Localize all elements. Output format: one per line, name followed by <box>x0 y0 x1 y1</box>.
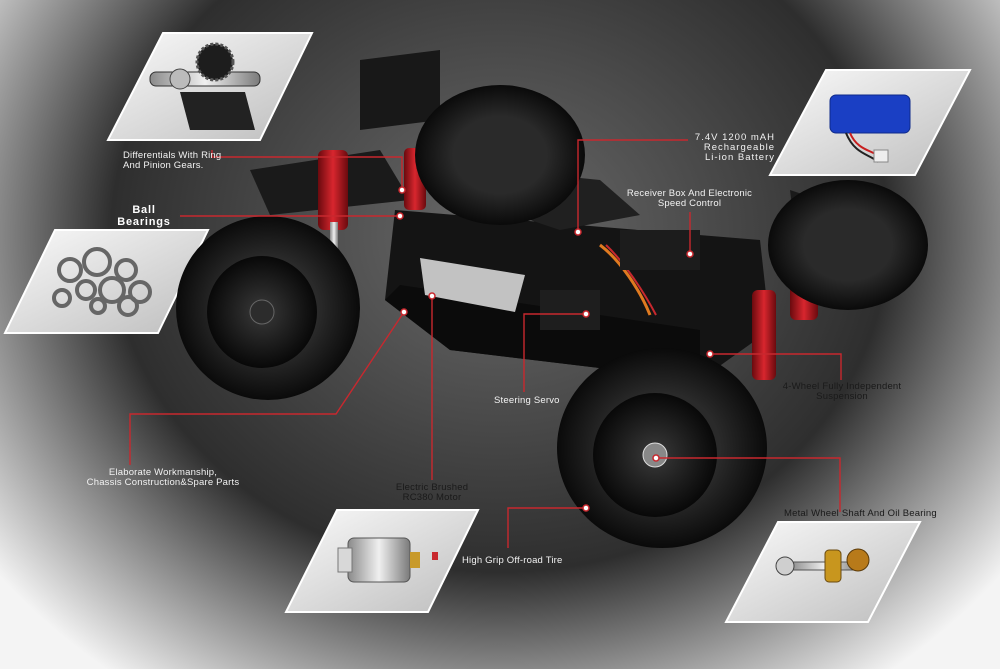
battery-icon <box>829 94 911 134</box>
servo-wire <box>599 243 652 316</box>
steering-servo-callout <box>523 313 586 392</box>
chassis-guard-plate <box>420 258 525 312</box>
battery-callout <box>577 139 688 232</box>
gearbox-housing-icon <box>180 92 255 130</box>
tire-label: High Grip Off-road Tire <box>462 555 563 566</box>
motor-icon <box>347 537 411 583</box>
ring-gear-icon <box>195 42 235 82</box>
wheel-shaft-callout <box>656 457 841 512</box>
tire-callout <box>507 507 586 548</box>
wheel-shaft-icon <box>775 548 870 583</box>
front-left-shock <box>752 290 776 380</box>
motor-panel <box>284 509 480 613</box>
suspension-label: 4-Wheel Fully Independent Suspension <box>782 381 902 402</box>
receiver-label: Receiver Box And Electronic Speed Contro… <box>626 188 753 209</box>
rear-left-shock <box>318 150 348 230</box>
suspension-callout <box>710 353 842 380</box>
steering-servo-label: Steering Servo <box>494 395 560 406</box>
tires <box>176 85 928 548</box>
battery-label: 7.4V 1200 mAH Rechargeable Li-ion Batter… <box>694 132 775 163</box>
callout-dots <box>396 186 714 512</box>
wheel-shaft-label: Metal Wheel Shaft And Oil Bearing <box>784 508 937 519</box>
front-left-tire <box>557 348 767 548</box>
wheel-shaft-panel <box>724 521 922 623</box>
differential-panel <box>106 32 314 141</box>
steering-servo <box>540 290 600 330</box>
rear-shock-tower <box>360 50 440 130</box>
motor-label: Electric Brushed RC380 Motor <box>395 482 469 503</box>
differentials-label: Differentials With Ring And Pinion Gears… <box>123 150 222 171</box>
rear-right-tire <box>415 85 585 225</box>
ball-bearings-label: Ball Bearings <box>117 204 171 228</box>
battery-panel <box>768 69 972 176</box>
bearings-panel <box>3 229 210 334</box>
bearing-icons <box>52 247 152 317</box>
rear-left-tire <box>176 216 360 400</box>
workmanship-callout <box>129 311 405 465</box>
workmanship-label: Elaborate Workmanship, Chassis Construct… <box>86 467 240 488</box>
front-right-tire <box>768 180 928 310</box>
receiver-box <box>620 230 700 270</box>
differentials-callout <box>211 150 403 190</box>
callout-lines <box>129 139 842 548</box>
